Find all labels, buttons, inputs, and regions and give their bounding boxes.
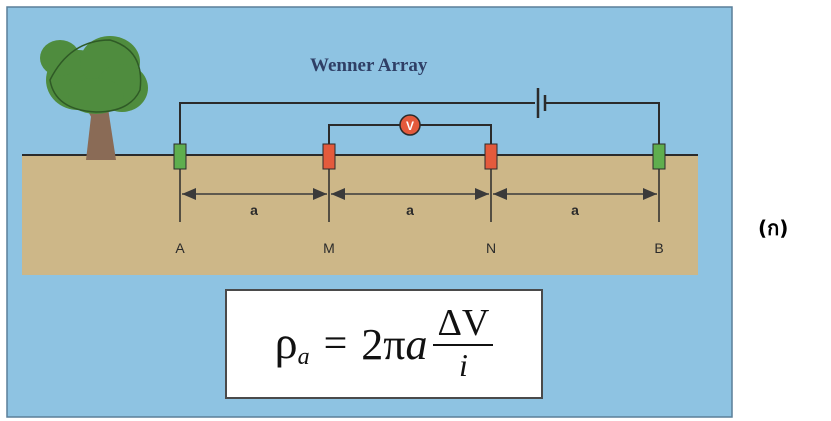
formula-numerator: ΔV bbox=[433, 304, 494, 347]
spacing-label-nb: a bbox=[571, 202, 579, 218]
formula-denominator: i bbox=[458, 347, 468, 384]
electrode-b bbox=[652, 143, 666, 170]
electrode-a bbox=[173, 143, 187, 170]
electrode-label-b: B bbox=[654, 240, 663, 256]
spacing-arrows bbox=[182, 188, 657, 200]
formula-variable: a bbox=[405, 319, 428, 369]
formula-coefficient: 2π bbox=[361, 319, 406, 369]
battery-icon bbox=[536, 88, 547, 118]
formula-rhs: 2πa bbox=[361, 319, 427, 370]
voltmeter-icon: V bbox=[399, 114, 421, 136]
formula-fraction: ΔV i bbox=[433, 304, 494, 384]
electrode-m bbox=[322, 143, 336, 170]
electrode-n bbox=[484, 143, 498, 170]
voltmeter-symbol: V bbox=[406, 119, 414, 133]
apparent-resistivity-formula: ρa = 2πa ΔV i bbox=[225, 289, 543, 399]
figure-label: (ก) bbox=[758, 216, 789, 240]
spacing-label-am: a bbox=[250, 202, 258, 218]
electrode-markers bbox=[179, 169, 660, 222]
electrode-label-n: N bbox=[486, 240, 496, 256]
diagram-title: Wenner Array bbox=[310, 55, 428, 76]
tree-icon bbox=[40, 36, 148, 160]
formula-equals: = bbox=[323, 321, 348, 367]
spacing-label-mn: a bbox=[406, 202, 414, 218]
current-circuit-wire bbox=[179, 102, 660, 144]
potential-circuit-wire bbox=[328, 124, 492, 144]
formula-lhs: ρa bbox=[274, 316, 310, 370]
rho-symbol: ρ bbox=[274, 316, 298, 368]
electrode-label-m: M bbox=[323, 240, 335, 256]
ground-layer bbox=[22, 155, 698, 275]
electrode-label-a: A bbox=[175, 240, 185, 256]
rho-subscript: a bbox=[297, 343, 310, 370]
